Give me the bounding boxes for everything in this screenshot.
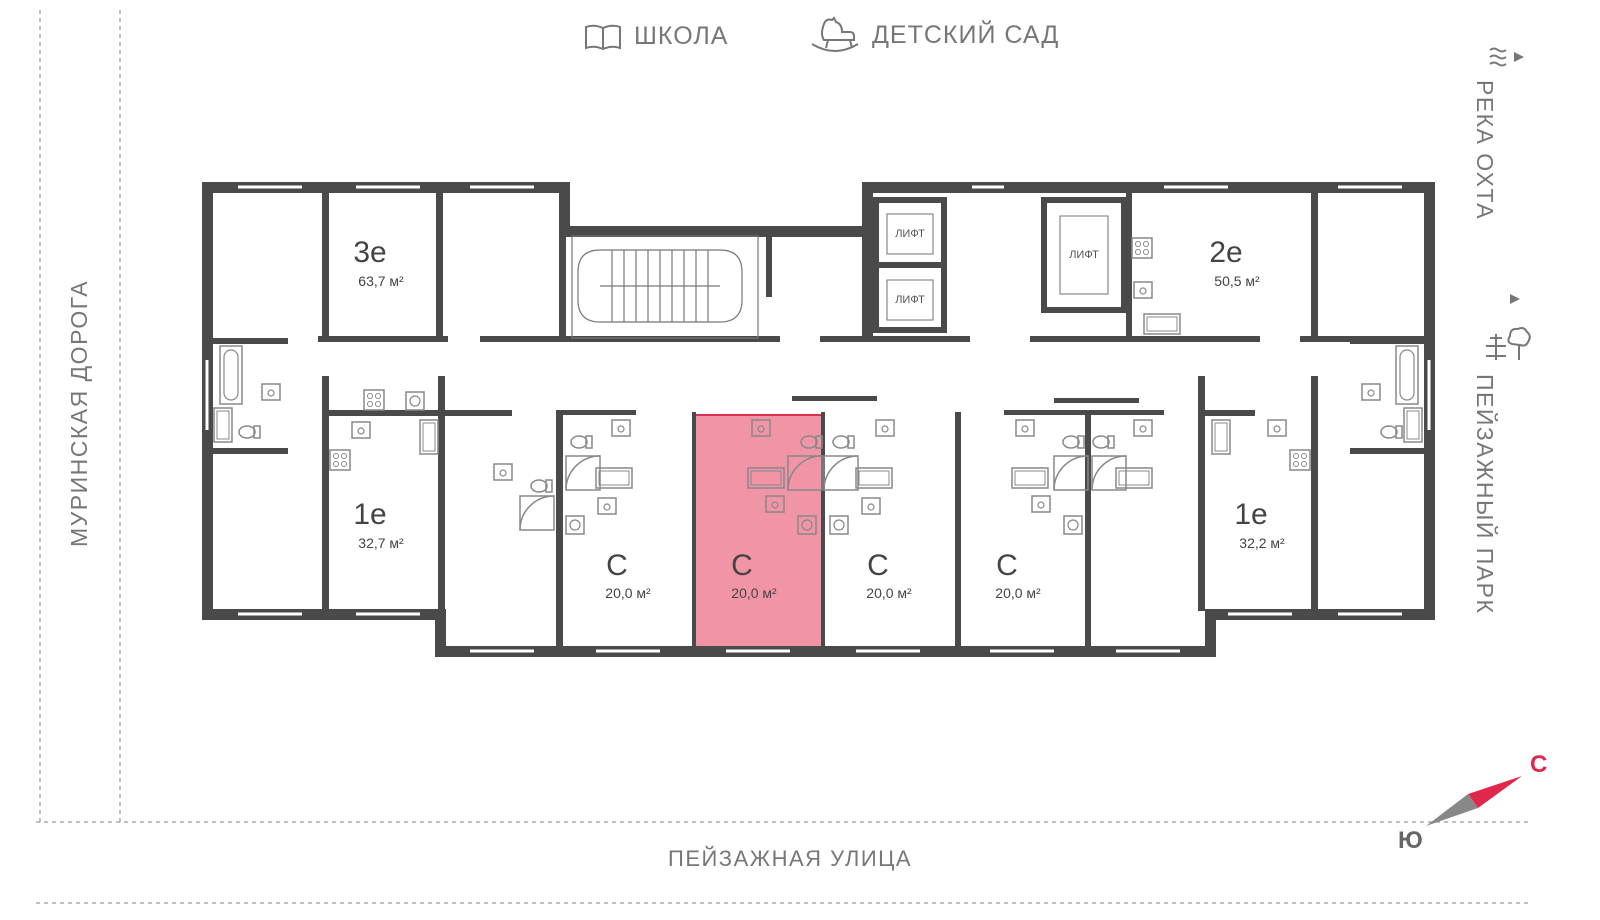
book-icon [585,24,621,50]
apartment-area: 20,0 м² [866,585,912,601]
apartment-c-1[interactable]: С 20,0 м² [605,549,651,601]
rocking-horse-icon [811,16,859,52]
park-bench-tree-icon [1486,327,1531,360]
apartment-type: С [731,549,753,582]
apartment-2e[interactable]: 2е 50,5 м² [1209,236,1260,289]
landmark-kindergarten: ДЕТСКИЙ САД [810,14,1059,56]
apartment-1e-left[interactable]: 1е 32,7 м² [353,498,404,551]
staircase [571,235,759,339]
river-waves-icon [1489,47,1507,67]
apartment-area: 20,0 м² [731,585,777,601]
apartment-area: 63,7 м² [358,273,404,289]
kindergarten-label: ДЕТСКИЙ САД [872,20,1060,49]
apartment-area: 50,5 м² [1214,273,1260,289]
street-bottom-label: ПЕЙЗАЖНАЯ УЛИЦА [668,846,913,871]
apartment-1e-right[interactable]: 1е 32,2 м² [1234,498,1285,551]
apartment-area: 20,0 м² [995,585,1041,601]
apartment-area: 20,0 м² [605,585,651,601]
apartment-c-3[interactable]: С 20,0 м² [866,549,912,601]
landmark-school: ШКОЛА [584,22,728,51]
compass: С Ю [1398,751,1547,854]
apartment-area: 32,7 м² [358,535,404,551]
windows [205,185,1431,653]
compass-south-label: Ю [1398,827,1423,854]
apartment-3e[interactable]: 3е 63,7 м² [353,236,404,289]
school-label: ШКОЛА [634,22,729,50]
apartment-type: 2е [1209,236,1242,269]
arrow-right-icon [1514,52,1524,62]
lift-label: ЛИФТ [895,294,925,306]
lift-label: ЛИФТ [1069,249,1099,261]
elevators: ЛИФТ ЛИФТ ЛИФТ [873,197,1127,333]
apartment-area: 32,2 м² [1239,535,1285,551]
apartment-type: 3е [353,236,386,269]
arrow-right-icon [1510,294,1520,304]
apartment-type: С [867,549,889,582]
apartment-c-4[interactable]: С 20,0 м² [995,549,1041,601]
apartment-c-2-selected[interactable]: С 20,0 м² [731,549,777,601]
apartment-type: С [996,549,1018,582]
compass-north-label: С [1530,751,1547,778]
compass-north-arrow [1468,776,1522,808]
apartment-type: 1е [1234,498,1267,531]
apartment-type: 1е [353,498,386,531]
compass-south-arrow [1426,794,1478,826]
lift-label: ЛИФТ [895,228,925,240]
apartment-type: С [606,549,628,582]
selected-apartment-highlight[interactable] [693,414,824,649]
